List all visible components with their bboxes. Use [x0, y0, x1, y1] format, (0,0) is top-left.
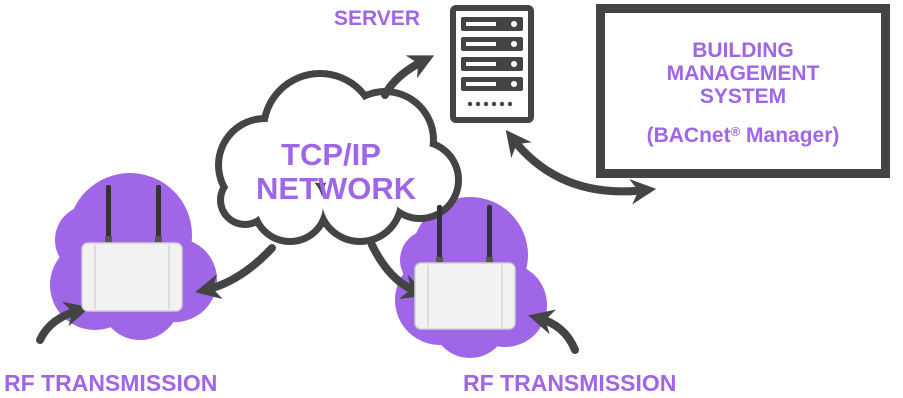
- network-label-line: TCP/IP: [281, 137, 381, 172]
- bms-sub-prefix: (BACnet: [646, 124, 731, 147]
- server-rack-icon: [450, 5, 534, 123]
- arrow-rf-right: [528, 309, 579, 354]
- bms-title-line: BUILDING: [692, 39, 794, 62]
- bms-title-line: SYSTEM: [699, 85, 787, 108]
- arrow-cloud-to-right-gateway: [368, 241, 428, 299]
- bms-title: BUILDING MANAGEMENT SYSTEM: [605, 39, 881, 108]
- bms-title-line: MANAGEMENT: [666, 62, 820, 85]
- bms-subtitle: (BACnet® Manager): [605, 125, 881, 146]
- bms-box: BUILDING MANAGEMENT SYSTEM (BACnet® Mana…: [596, 4, 890, 178]
- arrow-cloud-to-left-gateway: [195, 244, 276, 300]
- arrow-cloud-to-server: [381, 55, 435, 99]
- rf-transmission-label-left: RF TRANSMISSION: [4, 370, 218, 396]
- rf-transmission-label-right: RF TRANSMISSION: [463, 370, 677, 396]
- wireless-gateway-icon: [414, 205, 516, 330]
- registered-mark: ®: [730, 124, 741, 139]
- wireless-gateway-icon: [81, 185, 183, 312]
- arrow-server-to-bms: [505, 129, 657, 205]
- server-label: SERVER: [334, 7, 420, 30]
- arrow-rf-left: [36, 301, 90, 344]
- bms-sub-suffix: Manager): [740, 124, 840, 147]
- network-label-line: NETWORK: [256, 171, 417, 206]
- network-label: TCP/IP NETWORK: [256, 137, 417, 206]
- cloud-icon: [215, 70, 462, 245]
